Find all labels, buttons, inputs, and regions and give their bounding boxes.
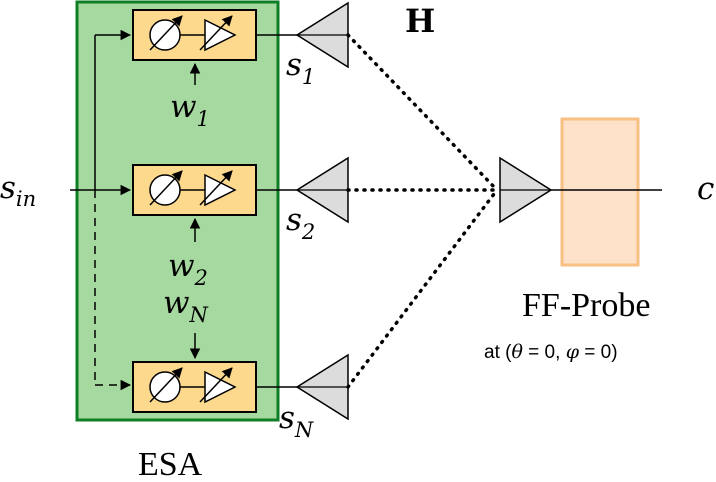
antenna-2 — [295, 156, 349, 224]
weight-label-2: w2 — [168, 248, 208, 290]
signal-label-1: s1 — [286, 47, 315, 89]
weight-label-n: wN — [163, 285, 209, 327]
weight-label-1: w1 — [170, 89, 210, 131]
module-2 — [132, 164, 257, 216]
channel-label: H — [405, 2, 435, 40]
output-label: c — [697, 171, 714, 207]
probe-condition: at (θ = 0, φ = 0) — [484, 341, 618, 363]
signal-label-n: sN — [279, 400, 314, 442]
probe-title: FF-Probe — [522, 287, 650, 324]
probe-box — [560, 117, 640, 267]
antenna-1 — [295, 1, 349, 69]
module-1 — [132, 9, 257, 61]
input-label: sin — [0, 170, 36, 211]
signal-label-2: s2 — [286, 202, 315, 244]
esa-label: ESA — [138, 446, 203, 482]
probe-antenna — [499, 156, 553, 224]
channel-paths — [346, 33, 499, 389]
antenna-n — [295, 353, 349, 421]
module-n — [132, 361, 257, 413]
